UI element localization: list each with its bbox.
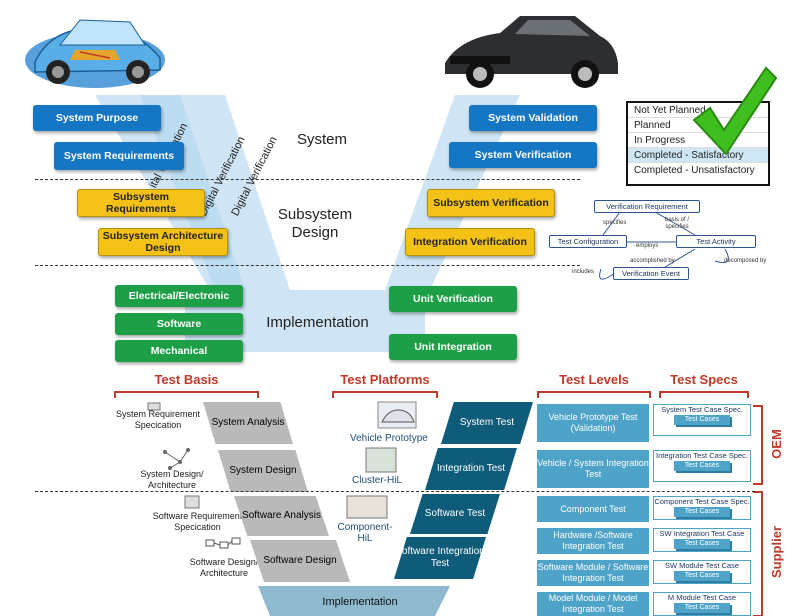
dashed-divider-1 — [35, 179, 580, 180]
software-button[interactable]: Software — [115, 313, 243, 335]
level-vehicle-prototype-test: Vehicle Prototype Test (Validation) — [537, 404, 649, 442]
bottom-brackets — [114, 391, 763, 616]
mechanical-button[interactable]: Mechanical — [115, 340, 243, 362]
header-test-specs: Test Specs — [670, 372, 738, 387]
subsystem-verification-button[interactable]: Subsystem Verification — [427, 189, 555, 217]
spec-component-test-case: Component Test Case Spec. Test Cases — [653, 496, 751, 520]
phase-system-test: System Test — [441, 402, 533, 444]
edge-decomposed-by: decomposed by — [724, 258, 767, 264]
unit-verification-button[interactable]: Unit Verification — [389, 286, 517, 312]
edge-basis-of: basis of / specifies — [664, 217, 689, 230]
spec-test-cases-6: Test Cases — [674, 603, 730, 613]
platform-vehicle-prototype: Vehicle Prototype — [350, 433, 428, 444]
spec-test-cases-3: Test Cases — [674, 507, 730, 517]
level-model-module-integration-test: Model Module / Model Integration Test — [537, 592, 649, 616]
bottom-implementation-label: Implementation — [322, 596, 398, 608]
status-item-planned[interactable]: Planned — [628, 118, 768, 133]
spec-sw-integration-test-case: SW Integration Test Case Test Cases — [653, 528, 751, 552]
header-test-levels: Test Levels — [559, 372, 629, 387]
level-implementation-label: Implementation — [266, 314, 369, 331]
subsystem-architecture-button[interactable]: Subsystem Architecture Design — [98, 228, 228, 256]
green-checkmark-icon — [692, 66, 778, 156]
spec-integration-test-case: Integration Test Case Spec. Test Cases — [653, 450, 751, 482]
dashed-divider-3 — [35, 491, 755, 492]
sedan-car-image — [445, 16, 618, 88]
system-verification-button[interactable]: System Verification — [449, 142, 597, 168]
spec-test-cases-5: Test Cases — [674, 571, 730, 581]
header-test-platforms: Test Platforms — [340, 372, 430, 387]
basis-software-design: Software Design/ Architecture — [189, 557, 259, 578]
supplier-label: Supplier — [769, 525, 784, 578]
spec-m-module-test-case: M Module Test Case Test Cases — [653, 592, 751, 616]
level-hw-sw-integration-test: Hardware /Software Integration Test — [537, 528, 649, 554]
system-validation-button[interactable]: System Validation — [469, 105, 597, 131]
integration-verification-button[interactable]: Integration Verification — [405, 228, 535, 256]
system-requirements-button[interactable]: System Requirements — [54, 142, 184, 170]
level-system-label: System — [296, 131, 347, 148]
verification-diagram-lines — [599, 211, 729, 280]
platform-component-hil: Component-HiL — [337, 522, 393, 544]
platform-cluster-hil: Cluster-HiL — [352, 475, 403, 486]
level-subsystem-label: Subsystem Design — [277, 206, 353, 241]
verification-requirement-node[interactable]: Verification Requirement — [594, 200, 700, 213]
cutaway-car-image — [25, 19, 165, 88]
system-purpose-button[interactable]: System Purpose — [33, 105, 161, 131]
subsystem-requirements-button[interactable]: Subsystem Requirements — [77, 189, 205, 217]
phase-software-design: Software Design — [250, 540, 350, 582]
basis-system-requirement: System Requirement Specication — [115, 409, 201, 430]
phase-software-integration-test: Software Integration Test — [394, 537, 486, 579]
edge-includes: includes — [572, 269, 595, 275]
status-item-completed-unsatisfactory[interactable]: Completed - Unsatisfactory — [634, 165, 755, 176]
dashed-divider-2 — [35, 265, 580, 266]
electrical-electronic-button[interactable]: Electrical/Electronic — [115, 285, 243, 307]
basis-system-design: System Design/ Architecture — [140, 469, 204, 490]
phase-system-design: System Design — [218, 450, 308, 492]
edge-accomplished-by: accomplished by — [630, 258, 675, 264]
status-item-in-progress[interactable]: In Progress — [628, 133, 768, 148]
edge-employs: employs — [636, 243, 659, 249]
spec-sw-module-test-case: SW Module Test Case Test Cases — [653, 560, 751, 584]
verification-event-node[interactable]: Verification Event — [613, 267, 689, 280]
status-item-completed-satisfactory[interactable]: Completed - Satisfactory — [628, 148, 768, 163]
phase-system-analysis: System Analysis — [203, 402, 293, 444]
test-activity-node[interactable]: Test Activity — [676, 235, 756, 248]
header-test-basis: Test Basis — [154, 372, 219, 387]
spec-test-cases-2: Test Cases — [674, 461, 730, 471]
level-sw-module-integration-test: Software Module / Software Integration T… — [537, 560, 649, 586]
spec-test-cases-1: Test Cases — [674, 415, 730, 425]
basis-software-requirement: Software Requirement Specication — [152, 511, 243, 532]
test-configuration-node[interactable]: Test Configuration — [549, 235, 627, 248]
spec-system-test-case: System Test Case Spec. Test Cases — [653, 404, 751, 436]
phase-software-test: Software Test — [410, 494, 500, 534]
phase-software-analysis: Software Analysis — [234, 496, 329, 536]
oem-label: OEM — [769, 429, 784, 459]
edge-specifies: specifies — [603, 220, 627, 226]
unit-integration-button[interactable]: Unit Integration — [389, 334, 517, 360]
spec-test-cases-4: Test Cases — [674, 539, 730, 549]
level-vehicle-system-integration-test: Vehicle / System Integration Test — [537, 450, 649, 488]
phase-integration-test: Integration Test — [425, 448, 517, 490]
level-component-test: Component Test — [537, 496, 649, 522]
